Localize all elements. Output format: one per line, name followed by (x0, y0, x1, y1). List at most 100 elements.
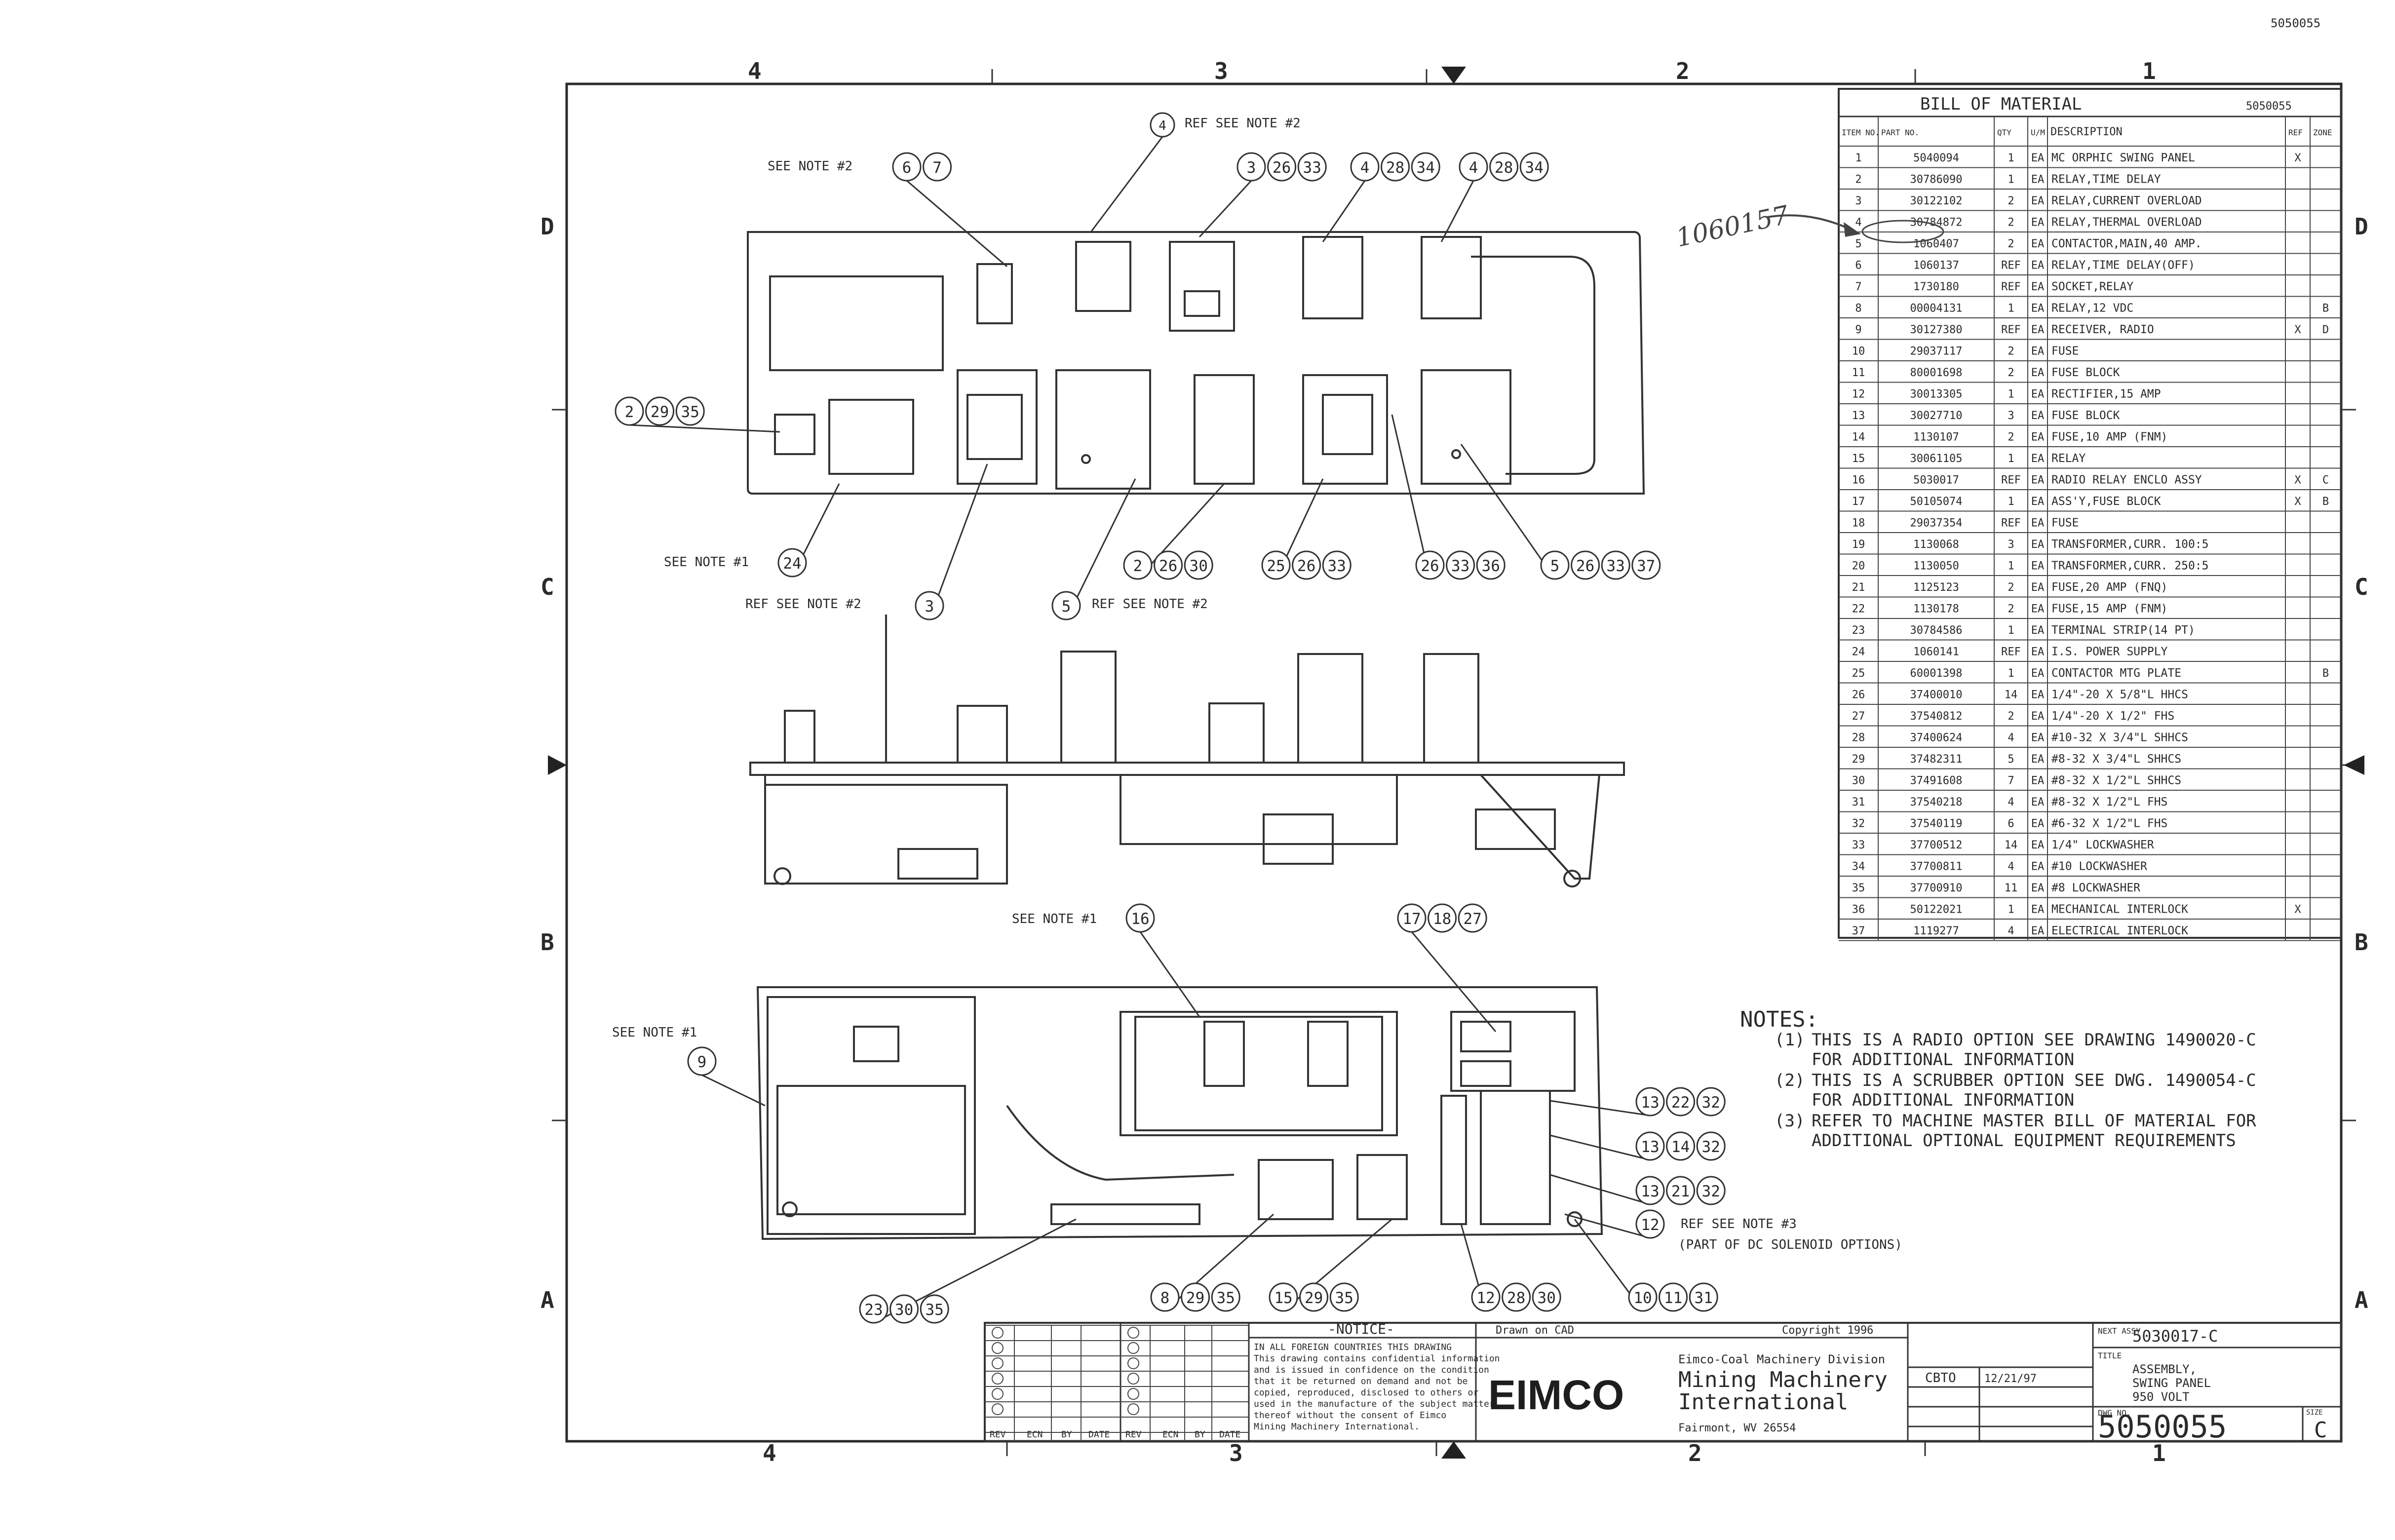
item-balloon-number: 29 (1305, 1289, 1323, 1307)
bom-cell: 1 (1855, 152, 1861, 164)
item-balloon-number: 26 (1159, 557, 1177, 575)
bom-cell: 1/4"-20 X 5/8"L HHCS (2051, 689, 2188, 701)
bom-cell: 18 (1852, 517, 1865, 530)
bom-cell: 30061105 (1910, 453, 1963, 465)
company-name-line: Mining Machinery (1678, 1367, 1888, 1392)
leader-line (1549, 1100, 1651, 1116)
rev-triangle-marker-icon (1127, 1403, 1139, 1415)
bom-cell: 1 (2008, 560, 2014, 573)
bom-cell: EA (2031, 689, 2045, 701)
leader-line (1139, 931, 1200, 1017)
item-balloon-number: 3 (925, 598, 934, 616)
rev-triangle-marker-icon (992, 1403, 1004, 1415)
item-balloon-group: 4 (1090, 112, 1175, 232)
rev-header: ECN (1162, 1429, 1179, 1440)
item-balloon (1696, 1131, 1726, 1161)
item-balloon-number: 21 (1671, 1183, 1690, 1200)
bom-cell: 37540812 (1910, 710, 1963, 723)
bom-cell: REF (2001, 474, 2021, 487)
bom-cell: EA (2031, 603, 2045, 616)
bom-cell: ASS'Y,FUSE BLOCK (2051, 495, 2161, 508)
bom-cell: RELAY,TIME DELAY (2051, 173, 2161, 186)
item-balloon-number: 22 (1671, 1094, 1690, 1112)
bom-cell: REF (2001, 281, 2021, 293)
bom-cell: 33 (1852, 839, 1865, 851)
highlight-circle (1861, 220, 1944, 243)
item-balloon (615, 396, 644, 426)
bom-cell: 24 (1852, 646, 1865, 658)
bom-header-cell: U/M (2031, 128, 2045, 137)
item-balloon (1666, 1087, 1696, 1116)
bom-cell: FUSE (2051, 345, 2079, 358)
item-balloon-number: 23 (864, 1301, 883, 1319)
callout-label: REF SEE NOTE #2 (1185, 116, 1301, 131)
drawing-date: 12/21/97 (1984, 1373, 2037, 1385)
bom-cell: 2 (2008, 367, 2014, 379)
rev-header: BY (1195, 1429, 1205, 1440)
notice-heading: -NOTICE- (1328, 1321, 1394, 1337)
item-balloon (1299, 1282, 1329, 1312)
leader-line (1198, 180, 1252, 238)
bom-cell: EA (2031, 174, 2045, 186)
item-balloon-number: 36 (1482, 557, 1500, 575)
bom-cell: 29037354 (1910, 517, 1963, 530)
bom-cell: 30127380 (1910, 324, 1963, 336)
bom-cell: 2 (2008, 217, 2014, 229)
item-balloon-number: 2 (1133, 557, 1143, 575)
next-assy-label: NEXT ASSY (2098, 1326, 2141, 1336)
bom-cell: 30013305 (1910, 388, 1963, 401)
item-balloon-number: 30 (895, 1301, 913, 1319)
bom-cell: 29 (1852, 753, 1865, 766)
drawn-by: CBTO (1925, 1371, 1956, 1386)
bom-cell: 37491608 (1910, 775, 1963, 787)
bom-cell: 32 (1852, 818, 1865, 830)
item-balloon-number: 10 (1633, 1289, 1652, 1307)
item-balloon-number: 5 (1550, 557, 1560, 575)
bom-cell: EA (2031, 904, 2045, 916)
bom-cell: 1 (2008, 388, 2014, 401)
leader-line (1322, 180, 1366, 242)
item-balloon (1322, 550, 1352, 580)
item-balloon-number: 3 (1247, 159, 1256, 177)
bom-cell: 23 (1852, 624, 1865, 637)
bom-cell: FUSE,10 AMP (FNM) (2051, 431, 2167, 444)
bom-cell: RADIO RELAY ENCLO ASSY (2051, 474, 2202, 487)
bottom-view-panel (756, 986, 1603, 1240)
item-balloon-number: 30 (1538, 1289, 1556, 1307)
bom-cell: 5030017 (1913, 474, 1959, 487)
bom-cell: 2 (2008, 431, 2014, 444)
bom-cell: SOCKET,RELAY (2051, 280, 2133, 293)
size-label: SIZE (2306, 1409, 2323, 1417)
bom-cell: 1 (2008, 667, 2014, 680)
bom-cell: 14 (2005, 839, 2018, 851)
corner-drawing-ref: 5050055 (2271, 16, 2320, 30)
item-balloon (1211, 1282, 1240, 1312)
bom-cell: EA (2031, 367, 2045, 379)
item-balloon-number: 25 (1267, 557, 1285, 575)
zone-col-label-bottom: 2 (1688, 1440, 1702, 1466)
item-balloon (1184, 550, 1213, 580)
item-balloon (1125, 903, 1155, 933)
item-balloon (1154, 550, 1183, 580)
bom-cell: 5040094 (1913, 152, 1959, 164)
rev-triangle-marker-icon (1127, 1388, 1139, 1400)
bom-cell: ELECTRICAL INTERLOCK (2051, 924, 2188, 937)
bom-cell: EA (2031, 517, 2045, 530)
sheet-size: C (2314, 1418, 2327, 1443)
item-balloon (1631, 550, 1661, 580)
bom-cell: EA (2031, 796, 2045, 808)
zone-col-label-bottom: 4 (763, 1440, 776, 1466)
bom-cell: MECHANICAL INTERLOCK (2051, 903, 2188, 916)
